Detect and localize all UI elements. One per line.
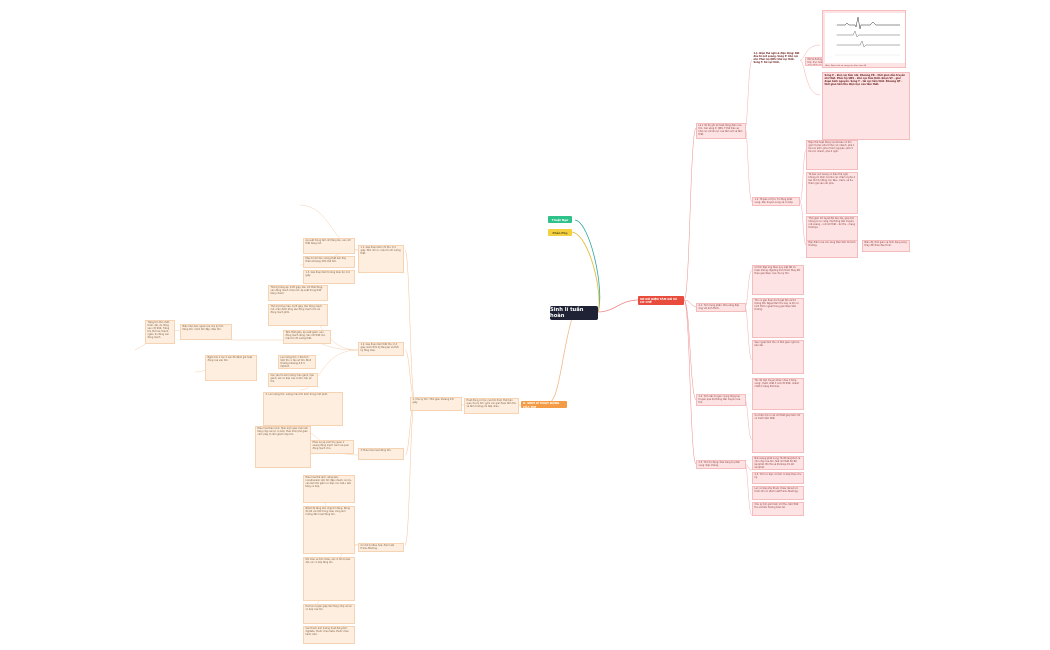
isovolumetric-phase[interactable]: Thời kỳ tăng áp: 0,05 giây. Van nhĩ thất… [268,285,328,301]
action-potential-phases[interactable]: Điện thế hoạt động của tế bào cơ tim gồm… [806,140,858,170]
branch-ecg-mechanism[interactable]: SƠ ĐỒ ĐIỆN TÂM ĐỒ VÀ CƠ CHẾ [638,296,684,305]
baroreflex[interactable]: Phản xạ áp cảm thụ quan ở xoang động mạc… [310,440,354,454]
automaticity-topic[interactable]: 2.3. Tính tự động: Khả năng tự phát xung… [696,460,746,469]
conduction-speed[interactable]: Tốc độ dẫn truyền khác nhau ở từng vùng:… [752,378,804,410]
cycle-manifestations[interactable]: Biểu hiện bên ngoài của chu kỳ tim: tiến… [180,324,232,340]
atrial-systole[interactable]: 1.1. Giai đoạn tâm nhĩ thu: 0,1 giây. Tâ… [358,245,404,273]
stretch-effect[interactable]: Khi máu về tim nhiều, sợi cơ tim bị kéo … [303,557,355,601]
compensatory-pause[interactable]: Sau ngoại tâm thu có thời gian nghỉ bù k… [752,340,804,374]
connector-red [597,299,639,313]
branch-terminology[interactable]: Thuật Ngữ [548,216,572,223]
ecg-waves-list[interactable]: Sóng P – khử cực tâm nhĩ. Khoảng PR – th… [822,72,910,140]
ecg-topic[interactable]: Là 1 đồ thị ghi lại hoạt động điện của t… [696,123,746,139]
nervous-regulation[interactable]: Điều hòa thần kinh: thần kinh giao cảm l… [255,426,311,468]
humoral-regulation[interactable]: Điều hòa thể dịch: adrenalin, noradrenal… [303,475,355,503]
cardiac-output-b[interactable]: Các yếu tố ảnh hưởng: tiền gánh, hậu gán… [268,373,318,387]
mechanical-activity-topic[interactable]: Hoạt động cơ học của tim được thể hiện q… [464,398,519,414]
pacemaker-rates[interactable]: Nút xoang phát xung 70–80 lần/phút, là c… [752,456,804,470]
connector-red-sub [744,44,821,516]
atrial-filling[interactable]: Máu từ nhĩ dồn xuống thất làm đầy thêm k… [303,256,355,268]
cardiac-cell-topic[interactable]: 1.2. Tế bào cơ tim: Tự động phát xung, d… [752,197,800,206]
ecg-waveform-figure [825,13,905,63]
temperature-effects[interactable]: Nhiệt độ tăng làm nhịp tim tăng. Nồng độ… [303,506,355,554]
atrial-pressure[interactable]: Áp suất trong tâm nhĩ tăng lên, van nhĩ … [303,238,355,254]
connector-green [574,219,601,313]
ejection-phase[interactable]: Thời kỳ tống máu: 0,25 giây. Van động mạ… [268,304,328,326]
conduction-topic[interactable]: 2.2. Tính dẫn truyền: Xung động lan truy… [696,394,746,406]
regulation-branch-2[interactable]: Cơ chế tự điều hòa: định luật Frank–Star… [358,543,404,552]
excitability-refractory[interactable]: Tim có giai đoạn trơ tuyệt đối và trơ tư… [752,298,804,338]
pacemaker-cells[interactable]: Tế bào nút xoang có điện thế nghỉ không … [806,172,858,214]
heart-sounds[interactable]: Tiếng tim thứ nhất: trầm, dài, do đóng v… [145,320,175,344]
ecg-potential[interactable]: 1.1. Điện thế nghỉ & điện động: Bắt đầu … [753,52,800,64]
ecg-lead-variation[interactable]: Biên độ, thời gian và hình dạng sóng tha… [862,240,910,252]
diastole-phase[interactable]: Tâm thất giãn, áp suất giảm, van động mạ… [283,330,331,344]
branch-heart-physiology[interactable]: II. SINH LÝ HOẠT ĐỘNG CỦA TIM [521,401,567,409]
excitability-all-or-none[interactable]: Cơ tim đáp ứng theo quy luật tất cả hoặc… [752,265,804,295]
cardiac-cycle-topic[interactable]: 1. Chu kỳ tim: Thời gian khoảng 0,8 giây… [410,397,462,411]
frank-starling[interactable]: Lực co bóp phụ thuộc chiều dài sợi cơ tr… [752,486,804,500]
atrial-extra[interactable]: 1.3. Giai đoạn tâm trương toàn bộ: 0,4 g… [303,270,355,284]
connector-orange [544,317,573,406]
av-node-delay[interactable]: Sự chậm trễ ở nút nhĩ thất giúp tâm nhĩ … [752,413,804,453]
cardiac-output-topic[interactable]: 2. Lưu lượng tim: Lượng máu tim bơm tron… [263,392,343,426]
thyroid-effect[interactable]: Hormon tuyến giáp làm tăng nhịp và lực c… [303,604,355,624]
contractility-topic[interactable]: 2.4. Tính co bóp: Cơ tim co bóp theo chu… [752,472,804,484]
regulation-topic[interactable]: 3. Điều hòa hoạt động tim. [358,448,404,460]
ecg-figure-caption: Hình: Đạo trình và sóng trên điện tâm đồ [825,64,867,67]
cardiac-output-a[interactable]: Lưu lượng tim = thể tích tâm thu × tần s… [278,355,316,369]
cardiac-cycle-phases[interactable]: Chu kỳ tim gồm tâm nhĩ thu, tâm thất thu… [752,502,804,516]
ecg-figure-card[interactable]: Hình: Đạo trình và sóng trên điện tâm đồ [822,10,906,68]
central-topic[interactable]: Sinh lí tuần hoàn [550,306,598,320]
ventricular-systole[interactable]: 1.2. Giai đoạn tâm thất thu: 0,3 giây. G… [358,342,404,356]
connector-red-trunk [683,127,697,465]
valve-auscultation[interactable]: Nghe tim ở các ổ van để đánh giá hoạt độ… [205,355,257,381]
connector-yellow [571,231,600,313]
ecg-wave-traits[interactable]: Đặc điểm của các sóng điện tâm đồ bình t… [806,240,858,258]
excitability-topic[interactable]: 2.1. Tính hưng phấn: Khả năng đáp ứng vớ… [696,303,746,312]
branch-appendix[interactable]: Phần Phụ [548,229,572,236]
drug-effects[interactable]: Các thuốc ảnh hưởng hoạt động tim: digit… [303,626,355,644]
